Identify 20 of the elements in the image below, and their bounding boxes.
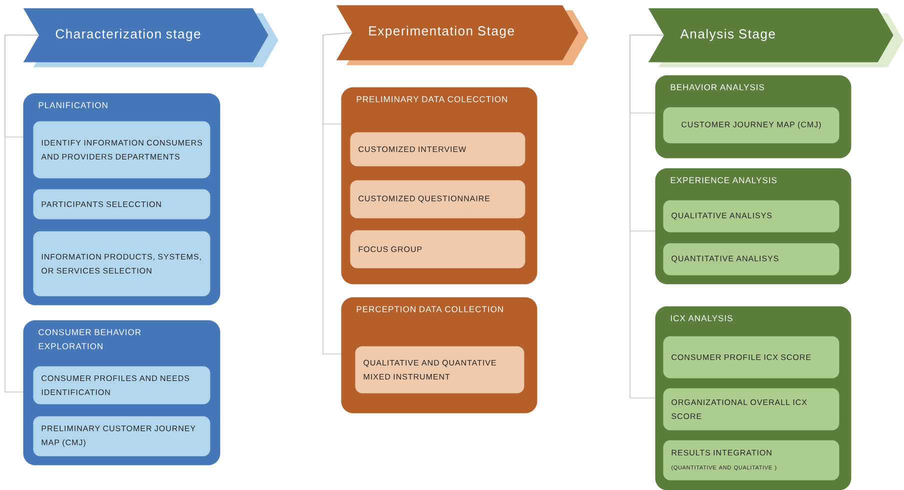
step-box: CUSTOMIZED INTERVIEW [350, 132, 526, 166]
step-box: CONSUMER PROFILE ICX SCORE [663, 336, 840, 378]
step-box: FOCUS GROUP [350, 230, 526, 268]
step-box: INFORMATION PRODUCTS, SYSTEMS, OR SERVICES SELECTION [33, 231, 210, 296]
step-box: PRELIMINARY CUSTOMER JOURNEY MAP (CMJ) [33, 416, 210, 456]
stage-chevron: Characterization stage [23, 8, 278, 68]
connector-line [630, 34, 664, 398]
connector-line [4, 34, 40, 392]
stage-chevron: Analysis Stage [648, 8, 904, 68]
step-box: IDENTIFY INFORMATION CONSUMERS AND PROVIDERS DEPARTMENTS [33, 121, 210, 178]
step-box: CUSTOMIZED QUESTIONNAIRE [350, 180, 526, 218]
step-box: QUALITATIVE AND QUANTATIVE MIXED INSTRUMENT [355, 346, 524, 394]
step-box: QUANTITATIVE ANALISYS [663, 243, 840, 276]
connector-line [322, 32, 352, 354]
step-box: QUALITATIVE ANALISYS [663, 200, 840, 232]
step-box: ORGANIZATIONAL OVERALL ICX SCORE [663, 388, 840, 430]
step-box: PARTICIPANTS SELECCTION [33, 189, 210, 220]
step-box: CUSTOMER JOURNEY MAP (CMJ) [663, 107, 840, 144]
step-box: CONSUMER PROFILES AND NEEDS IDENTIFICATION [33, 366, 210, 404]
stage-chevron: Experimentation Stage [336, 5, 588, 66]
